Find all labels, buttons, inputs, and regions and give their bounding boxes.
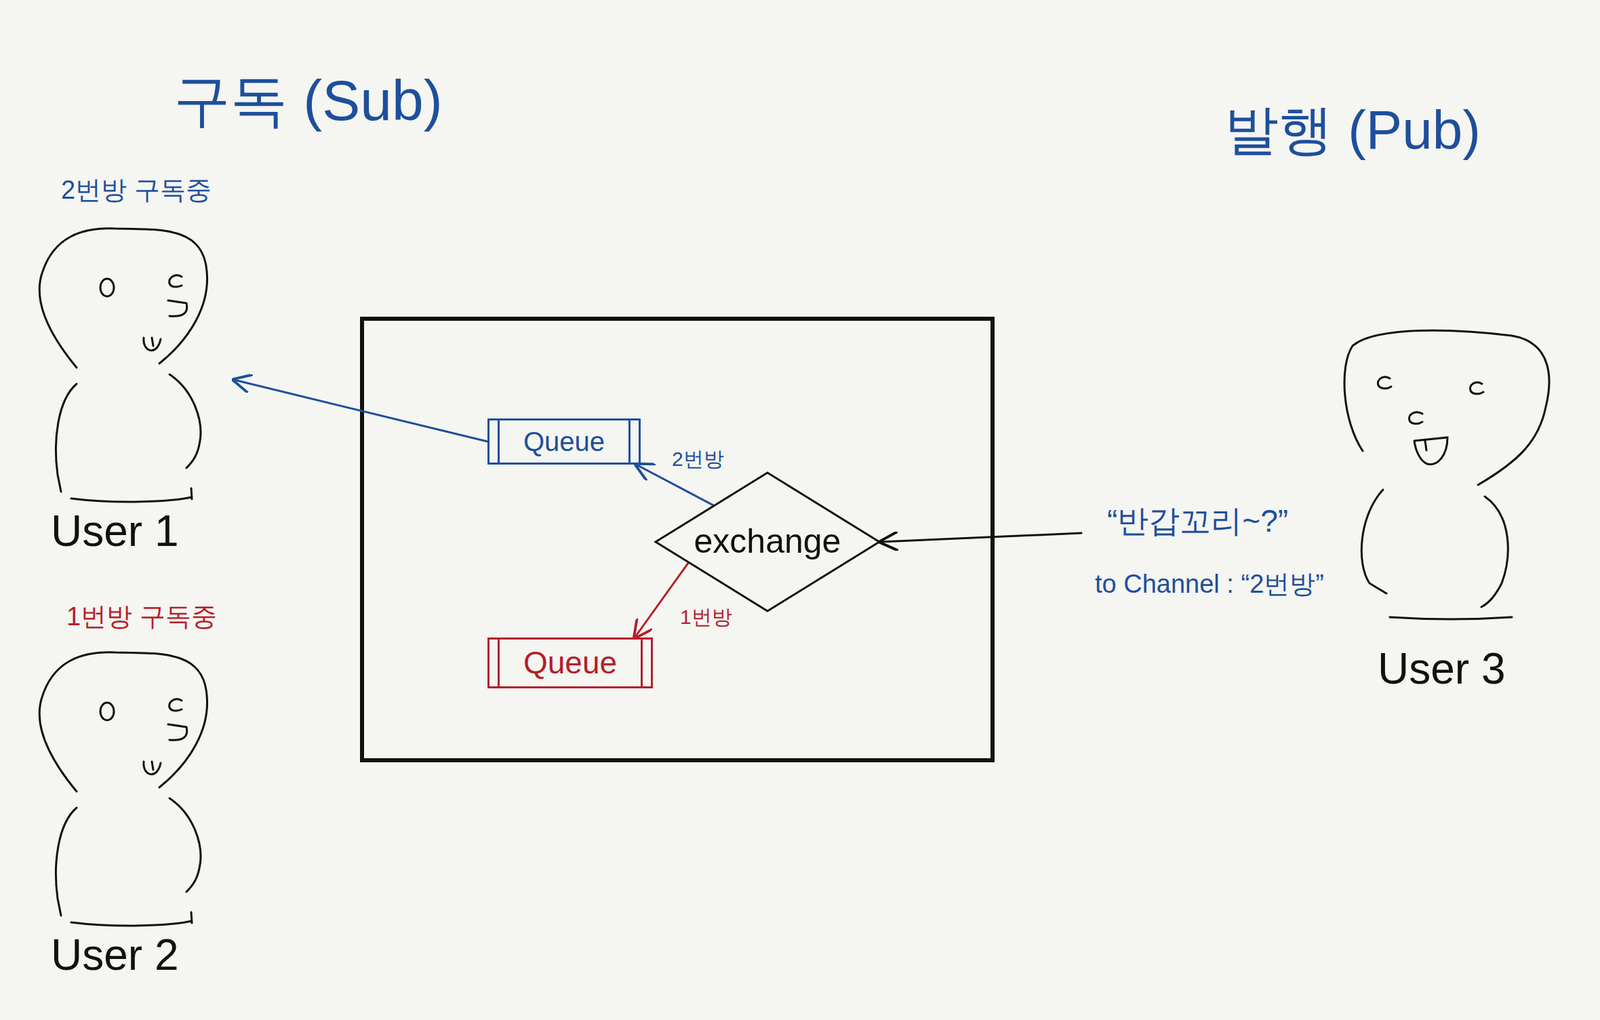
exchange-diamond: exchange	[654, 471, 881, 613]
section-title: 발행 (Pub)	[1224, 98, 1481, 162]
body-outline	[1361, 489, 1387, 594]
system-box	[362, 318, 993, 760]
exchange-label: exchange	[694, 522, 842, 562]
routing-key: 1번방	[677, 605, 735, 630]
user-figure	[39, 652, 207, 926]
body-outline	[1481, 496, 1508, 607]
user-note: to Channel : “2번방”	[1094, 569, 1325, 600]
user-node: 1번방 구독중 User 2	[33, 596, 234, 990]
queue-box: Queue	[487, 637, 653, 689]
queue-label: Queue	[523, 425, 605, 457]
queue-label: Queue	[523, 644, 617, 681]
user-node: 2번방 구독중 User 1	[33, 172, 234, 567]
section-title: 구독 (Sub)	[173, 67, 443, 134]
user-node: “반갑꼬리~?” to Channel : “2번방” User 3	[1081, 325, 1560, 712]
routing-key: 2번방	[669, 447, 727, 472]
nose	[1408, 412, 1423, 424]
user-figure	[1344, 330, 1550, 619]
head-outline	[1344, 330, 1550, 485]
queue-box: Queue	[487, 418, 641, 465]
user-note: “반갑꼬리~?”	[1107, 503, 1289, 539]
body-outline	[1389, 616, 1512, 619]
user-name: User 2	[50, 930, 179, 981]
user-name: User 1	[50, 506, 179, 557]
user-note: 1번방 구독중	[66, 602, 217, 632]
eye	[1469, 382, 1484, 394]
user-note: 2번방 구독중	[61, 175, 212, 206]
mouth	[1414, 437, 1448, 465]
user-name: User 3	[1377, 644, 1506, 695]
connector-arrow	[880, 532, 1082, 542]
diamond-shape	[655, 472, 880, 611]
eye	[1377, 376, 1392, 389]
connector-arrow	[233, 379, 488, 442]
user-figure	[39, 228, 207, 502]
